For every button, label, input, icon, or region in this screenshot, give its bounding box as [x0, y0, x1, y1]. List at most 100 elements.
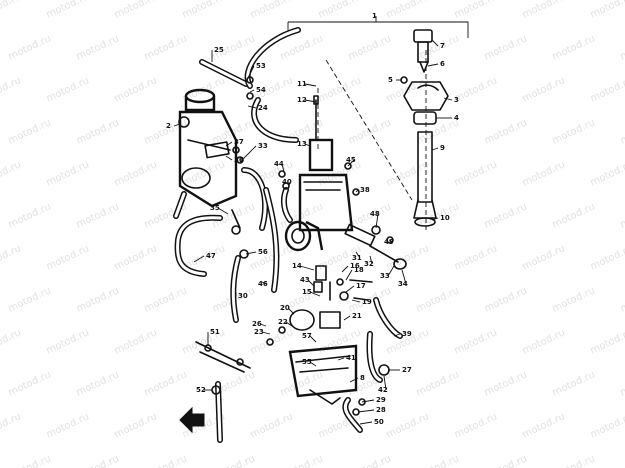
callout-33: 33 [258, 142, 268, 150]
watermark-text: motod.ru [0, 75, 23, 104]
callout-48: 48 [370, 210, 380, 218]
callout-25: 25 [214, 46, 224, 54]
callout-leader-14 [299, 265, 315, 271]
callout-54: 54 [256, 86, 266, 94]
callout-2: 2 [166, 122, 171, 130]
watermark-text: motod.ru [483, 285, 529, 314]
watermark-text: motod.ru [589, 159, 625, 188]
callout-28: 28 [376, 406, 386, 414]
callout-43: 43 [300, 276, 310, 284]
callout-17: 17 [356, 282, 366, 290]
callout-56: 56 [258, 248, 268, 256]
callout-52: 52 [196, 386, 206, 394]
watermark-text: motod.ru [483, 33, 529, 62]
carburetor-body [284, 95, 407, 270]
watermark-text: motod.ru [45, 75, 91, 104]
watermark-text: motod.ru [551, 117, 597, 146]
watermark-text: motod.ru [143, 33, 189, 62]
callout-leader-2 [173, 123, 181, 127]
watermark-text: motod.ru [45, 243, 91, 272]
watermark-text: motod.ru [415, 285, 461, 314]
watermark-text: motod.ru [589, 0, 625, 21]
watermark-text: motod.ru [521, 75, 567, 104]
callout-leader-38 [355, 189, 359, 193]
watermark-text: motod.ru [483, 201, 529, 230]
callout-15: 15 [302, 288, 312, 296]
callout-49: 49 [384, 238, 394, 246]
watermark-text: motod.ru [45, 411, 91, 440]
watermark-text: motod.ru [113, 0, 159, 21]
callout-42: 42 [378, 386, 388, 394]
callout-5: 5 [388, 76, 393, 84]
callout-19: 19 [362, 298, 372, 306]
watermark-text: motod.ru [619, 33, 625, 62]
callout-leader-57 [309, 335, 317, 343]
callout-leader-36 [225, 155, 233, 161]
watermark-text: motod.ru [589, 327, 625, 356]
callout-leader-33 [387, 265, 395, 277]
watermark-text: motod.ru [385, 159, 431, 188]
callout-20: 20 [280, 304, 290, 312]
hoses [173, 27, 403, 443]
watermark-text: motod.ru [143, 285, 189, 314]
callout-leader-17 [345, 285, 355, 293]
watermark-text: motod.ru [181, 159, 227, 188]
callout-leader-45 [347, 159, 355, 167]
callout-32: 32 [364, 260, 374, 268]
callout-leader-10 [431, 217, 439, 221]
callout-leader-46 [261, 281, 267, 285]
watermark-text: motod.ru [0, 411, 23, 440]
watermark-text: motod.ru [7, 369, 53, 398]
callout-31: 31 [352, 254, 362, 262]
watermark-text: motod.ru [453, 75, 499, 104]
callout-leader-21 [343, 315, 351, 321]
watermark-text: motod.ru [551, 453, 597, 468]
throttle-valve-stack [400, 29, 449, 227]
callout-33: 33 [380, 272, 390, 280]
callout-16: 16 [350, 262, 360, 270]
watermark-text: motod.ru [589, 243, 625, 272]
callout-leader-42 [383, 375, 387, 391]
callout-26: 26 [252, 320, 262, 328]
callout-leader-16 [341, 265, 349, 273]
watermark-text: motod.ru [347, 453, 393, 468]
callout-leader-22 [285, 321, 293, 327]
callout-3: 3 [454, 96, 459, 104]
callout-46: 46 [258, 280, 268, 288]
watermark-text: motod.ru [453, 327, 499, 356]
watermark-text: motod.ru [453, 411, 499, 440]
callout-44: 44 [274, 160, 284, 168]
watermark-text: motod.ru [143, 369, 189, 398]
callout-4: 4 [454, 114, 459, 122]
watermark-text: motod.ru [589, 411, 625, 440]
watermark-text: motod.ru [0, 327, 23, 356]
watermark-text: motod.ru [7, 33, 53, 62]
watermark-text: motod.ru [181, 0, 227, 21]
callout-leader-53 [245, 65, 255, 83]
callout-18: 18 [354, 266, 364, 274]
callout-51: 51 [210, 328, 220, 336]
callout-leader-19 [351, 299, 361, 303]
callout-leader-44 [281, 163, 285, 173]
callout-10: 10 [440, 214, 450, 222]
callout-leader-50 [359, 421, 373, 425]
watermark-text: motod.ru [0, 243, 23, 272]
watermark-text: motod.ru [415, 369, 461, 398]
callout-27: 27 [402, 366, 412, 374]
watermark-text: motod.ru [113, 411, 159, 440]
callout-40: 40 [282, 178, 292, 186]
callout-leaders [173, 39, 453, 425]
watermark-text: motod.ru [279, 33, 325, 62]
watermark-text: motod.ru [385, 411, 431, 440]
watermark-text: motod.ru [0, 0, 23, 21]
watermark-text: motod.ru [317, 75, 363, 104]
callout-35: 35 [210, 204, 220, 212]
watermark-text: motod.ru [7, 285, 53, 314]
callout-leader-15 [309, 291, 321, 297]
watermark-text: motod.ru [249, 0, 295, 21]
callout-1: 1 [372, 12, 377, 20]
callout-leader-55 [309, 361, 317, 367]
callout-7: 7 [440, 42, 445, 50]
